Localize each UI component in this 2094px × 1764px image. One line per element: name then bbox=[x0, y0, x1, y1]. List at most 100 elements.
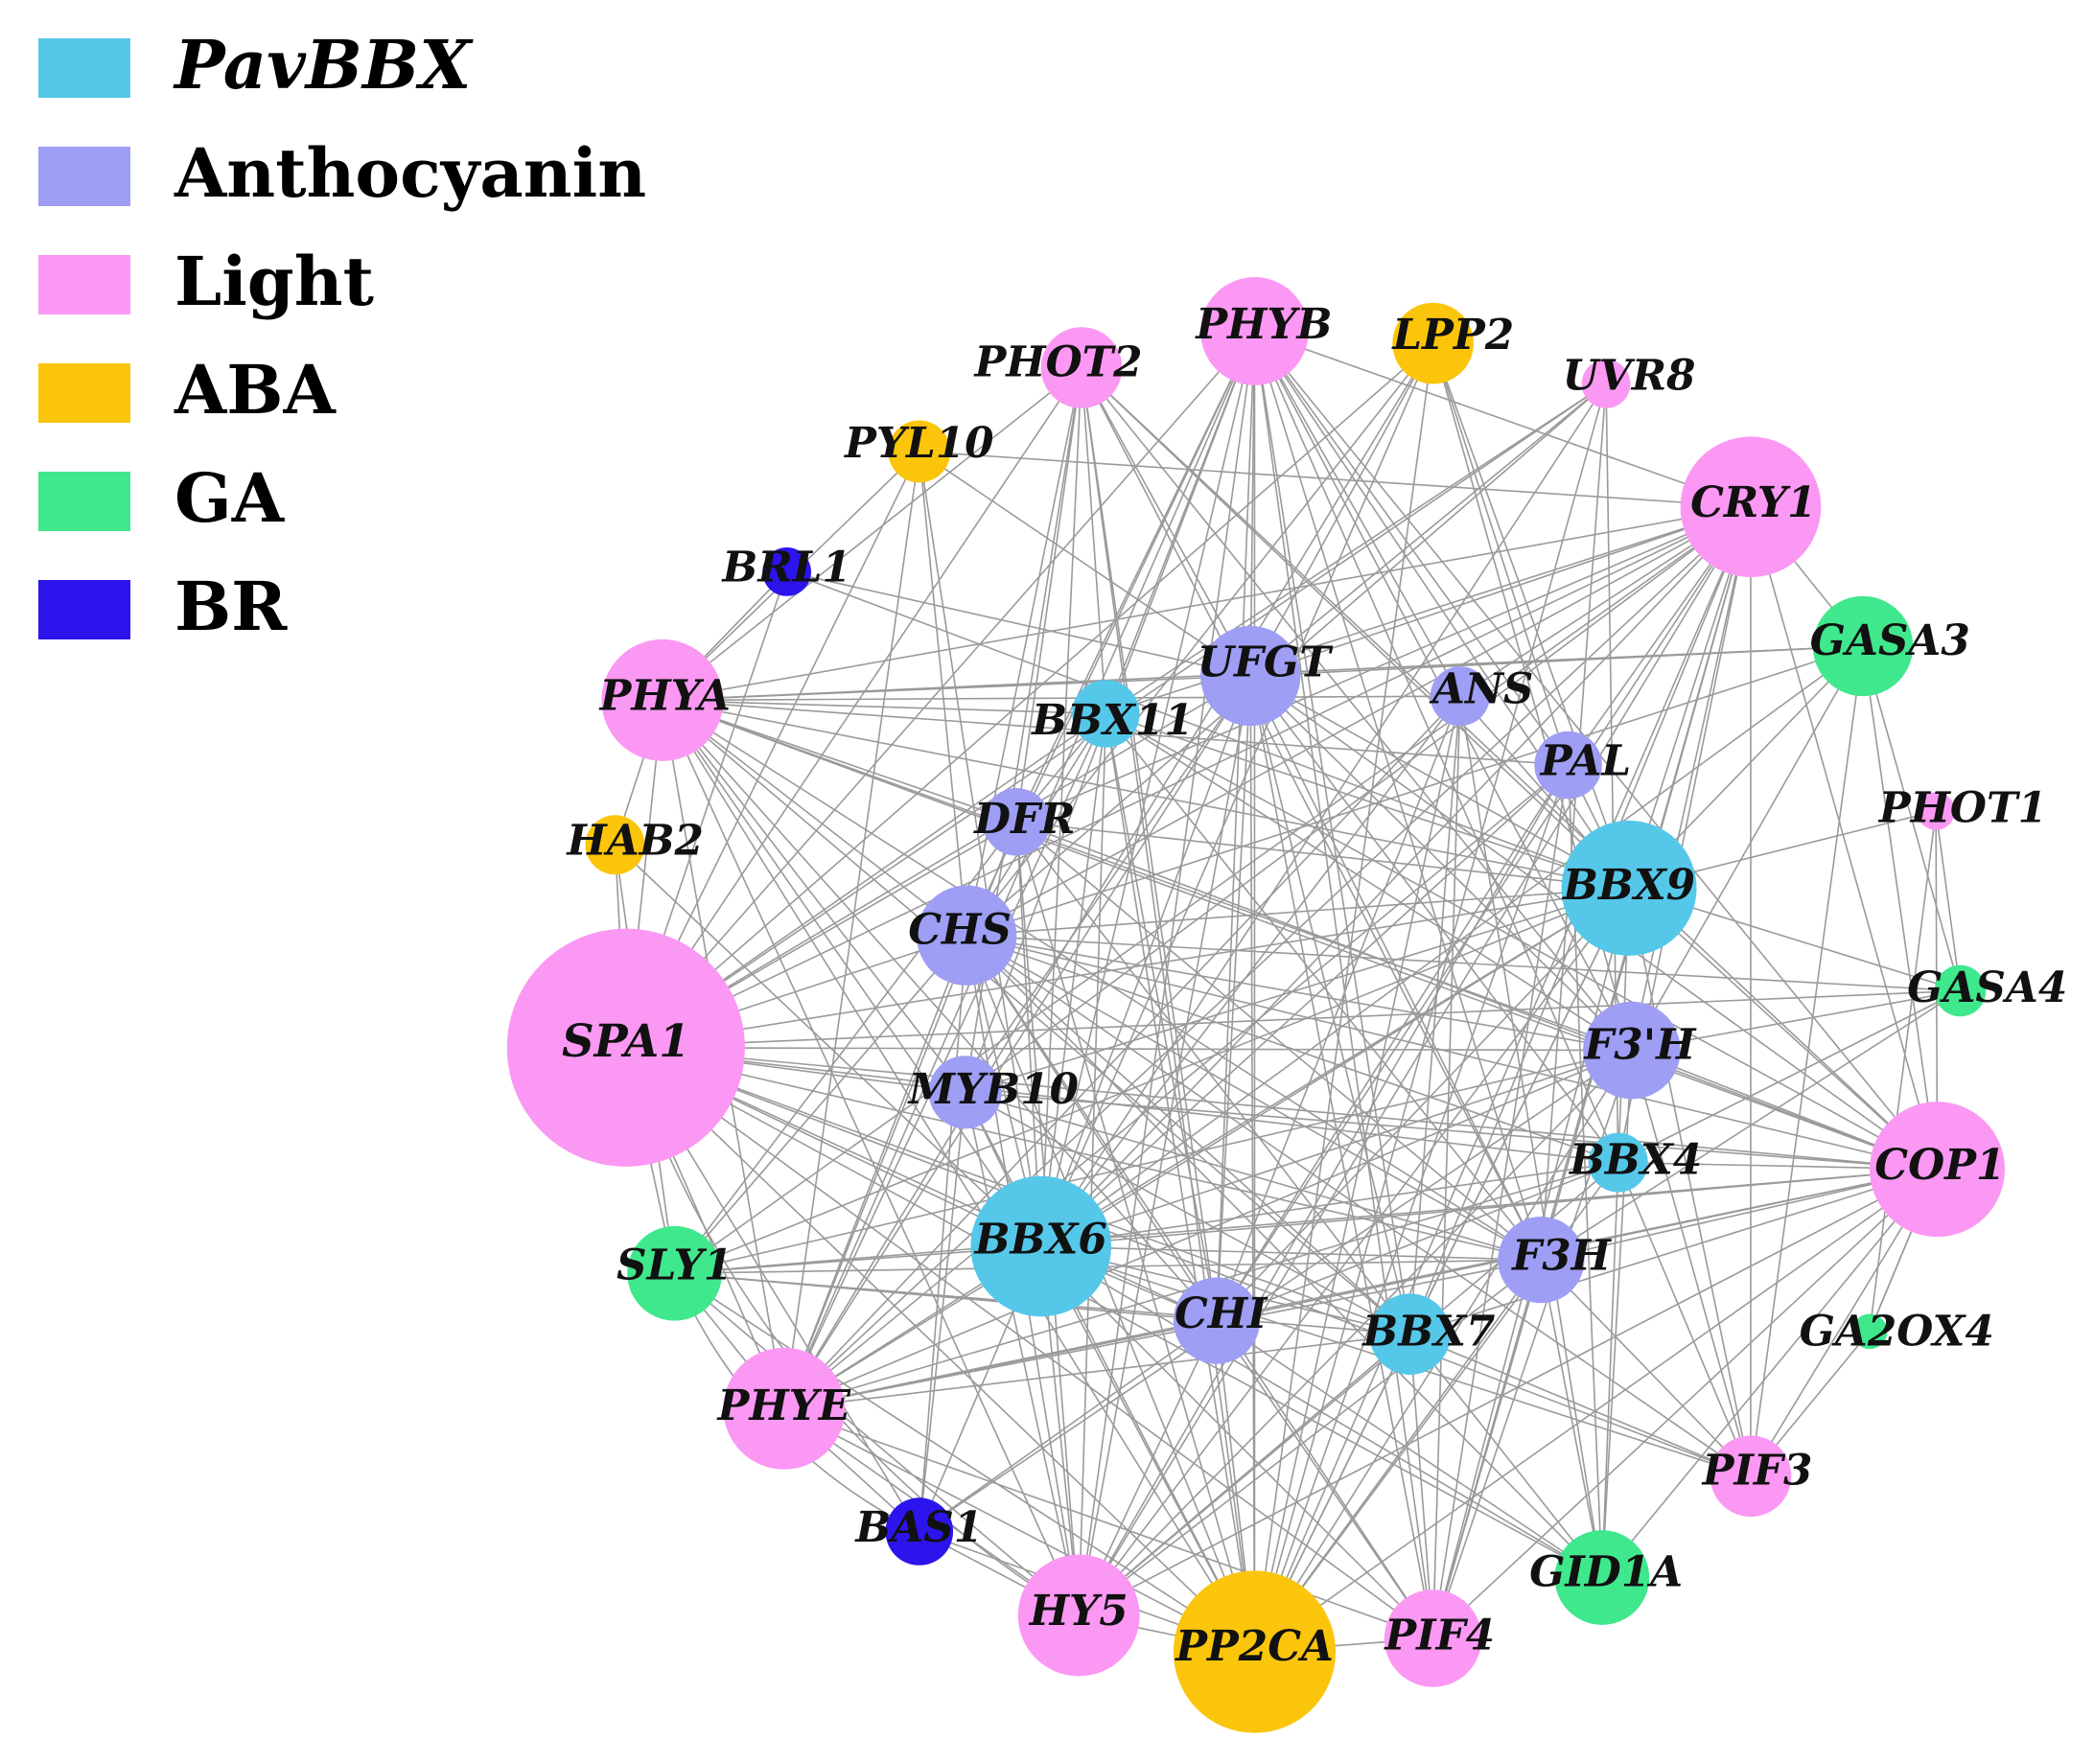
node-circle-ga2ox4[interactable] bbox=[1851, 1313, 1888, 1350]
node-circle-bbx9[interactable] bbox=[1561, 820, 1697, 956]
node-cop1[interactable]: COP1 bbox=[1870, 1102, 2006, 1238]
node-circle-bbx4[interactable] bbox=[1588, 1132, 1648, 1193]
node-circle-ufgt[interactable] bbox=[1200, 625, 1301, 727]
node-circle-bbx7[interactable] bbox=[1369, 1293, 1451, 1375]
node-circle-uvr8[interactable] bbox=[1581, 360, 1631, 408]
node-circle-bas1[interactable] bbox=[885, 1497, 954, 1566]
node-circle-lpp2[interactable] bbox=[1392, 302, 1474, 384]
node-pal[interactable]: PAL bbox=[1534, 731, 1631, 800]
node-label-pif3: PIF3 bbox=[1701, 1447, 1813, 1496]
node-ufgt[interactable]: UFGT bbox=[1198, 625, 1334, 727]
node-phya[interactable]: PHYA bbox=[597, 638, 731, 761]
legend-label-anthocyanin: Anthocyanin bbox=[174, 133, 646, 213]
node-chs[interactable]: CHS bbox=[908, 885, 1017, 986]
node-circle-bbx11[interactable] bbox=[1072, 680, 1140, 748]
node-circle-spa1[interactable] bbox=[506, 928, 745, 1167]
node-circle-cry1[interactable] bbox=[1680, 436, 1822, 578]
node-circle-phot1[interactable] bbox=[1917, 792, 1955, 830]
node-pif3[interactable]: PIF3 bbox=[1701, 1435, 1813, 1518]
node-circle-phya[interactable] bbox=[601, 638, 724, 761]
edge-gasa3-bbx6 bbox=[1040, 645, 1864, 1247]
node-myb10[interactable]: MYB10 bbox=[907, 1056, 1079, 1129]
node-gasa4[interactable]: GASA4 bbox=[1907, 963, 2067, 1017]
edge-bas1-chi bbox=[919, 1319, 1218, 1533]
node-brl1[interactable]: BRL1 bbox=[720, 544, 851, 596]
node-circle-gid1a[interactable] bbox=[1554, 1530, 1650, 1625]
edge-phye-bbx7 bbox=[783, 1333, 1410, 1410]
node-circle-sly1[interactable] bbox=[627, 1225, 722, 1321]
node-spa1[interactable]: SPA1 bbox=[506, 928, 745, 1167]
node-pyl10[interactable]: PYL10 bbox=[843, 419, 994, 483]
node-circle-pif3[interactable] bbox=[1710, 1435, 1792, 1518]
node-label-myb10: MYB10 bbox=[907, 1065, 1079, 1114]
node-circle-hab2[interactable] bbox=[585, 815, 645, 875]
node-circle-bbx6[interactable] bbox=[970, 1175, 1112, 1317]
node-phye[interactable]: PHYE bbox=[715, 1347, 851, 1470]
node-phot1[interactable]: PHOT1 bbox=[1877, 784, 2047, 833]
edge-brl1-ufgt bbox=[786, 570, 1251, 677]
edge-cop1-bbx7 bbox=[1409, 1168, 1938, 1335]
edge-phye-bbx11 bbox=[783, 713, 1107, 1409]
node-label-gasa4: GASA4 bbox=[1907, 963, 2067, 1012]
node-circle-hy5[interactable] bbox=[1017, 1554, 1140, 1677]
node-bbx7[interactable]: BBX7 bbox=[1361, 1293, 1495, 1375]
edge-hy5-myb10 bbox=[964, 1092, 1080, 1616]
node-phot2[interactable]: PHOT2 bbox=[972, 327, 1143, 408]
node-circle-gasa3[interactable] bbox=[1812, 595, 1914, 697]
node-bbx11[interactable]: BBX11 bbox=[1030, 680, 1194, 748]
node-f3h_prime[interactable]: F3'H bbox=[1582, 1001, 1697, 1100]
node-circle-phyb[interactable] bbox=[1200, 277, 1309, 385]
edge-phot2-chi bbox=[1081, 367, 1218, 1321]
node-circle-dfr[interactable] bbox=[983, 788, 1051, 856]
edge-gasa4-chs bbox=[966, 934, 1961, 992]
node-dfr[interactable]: DFR bbox=[972, 788, 1075, 856]
edge-gasa3-gasa4 bbox=[1862, 645, 1962, 991]
node-cry1[interactable]: CRY1 bbox=[1680, 436, 1822, 578]
node-chi[interactable]: CHI bbox=[1173, 1277, 1268, 1364]
edge-pp2ca-chs bbox=[966, 935, 1256, 1653]
node-circle-pal[interactable] bbox=[1534, 731, 1602, 800]
node-bbx9[interactable]: BBX9 bbox=[1561, 820, 1697, 956]
legend-swatch-pavbbx bbox=[38, 38, 130, 98]
node-circle-gasa4[interactable] bbox=[1934, 964, 1987, 1017]
edge-pif4-pal bbox=[1431, 764, 1570, 1639]
node-circle-chi[interactable] bbox=[1173, 1277, 1261, 1364]
node-circle-phye[interactable] bbox=[723, 1347, 846, 1470]
node-circle-f3h_prime[interactable] bbox=[1583, 1001, 1681, 1100]
node-gasa3[interactable]: GASA3 bbox=[1810, 595, 1970, 697]
edge-gasa4-bbx4 bbox=[1617, 989, 1961, 1164]
node-hy5[interactable]: HY5 bbox=[1017, 1554, 1140, 1677]
node-label-pal: PAL bbox=[1539, 736, 1631, 785]
node-circle-myb10[interactable] bbox=[928, 1056, 1002, 1129]
node-f3h[interactable]: F3H bbox=[1498, 1217, 1613, 1304]
node-circle-f3h[interactable] bbox=[1498, 1217, 1585, 1304]
node-bas1[interactable]: BAS1 bbox=[853, 1497, 983, 1566]
edge-phot2-bbx11 bbox=[1081, 367, 1107, 714]
node-lpp2[interactable]: LPP2 bbox=[1390, 302, 1514, 384]
node-bbx6[interactable]: BBX6 bbox=[970, 1175, 1112, 1317]
node-bbx4[interactable]: BBX4 bbox=[1568, 1132, 1702, 1193]
edge-ans-chi bbox=[1216, 695, 1461, 1321]
edge-phya-bbx6 bbox=[662, 699, 1042, 1247]
node-circle-chs[interactable] bbox=[916, 885, 1017, 986]
node-circle-phot2[interactable] bbox=[1040, 327, 1123, 408]
node-pif4[interactable]: PIF4 bbox=[1383, 1590, 1495, 1687]
node-circle-pp2ca[interactable] bbox=[1173, 1570, 1337, 1733]
node-ans[interactable]: ANS bbox=[1429, 665, 1533, 727]
node-circle-ans[interactable] bbox=[1430, 666, 1490, 727]
node-uvr8[interactable]: UVR8 bbox=[1563, 351, 1696, 408]
edge-phot2-dfr bbox=[1015, 367, 1082, 823]
node-circle-brl1[interactable] bbox=[762, 547, 811, 596]
node-gid1a[interactable]: GID1A bbox=[1529, 1530, 1683, 1625]
node-sly1[interactable]: SLY1 bbox=[617, 1225, 733, 1321]
node-circle-pyl10[interactable] bbox=[888, 420, 951, 483]
edge-pif4-chi bbox=[1216, 1320, 1434, 1639]
node-circle-pif4[interactable] bbox=[1384, 1590, 1482, 1687]
node-phyb[interactable]: PHYB bbox=[1194, 277, 1332, 385]
edge-pif3-bbx9 bbox=[1628, 888, 1752, 1476]
node-pp2ca[interactable]: PP2CA bbox=[1173, 1570, 1337, 1733]
node-ga2ox4[interactable]: GA2OX4 bbox=[1800, 1307, 1994, 1356]
node-hab2[interactable]: HAB2 bbox=[565, 815, 704, 875]
node-circle-cop1[interactable] bbox=[1870, 1102, 2006, 1238]
edge-phot2-bbx6 bbox=[1039, 367, 1082, 1247]
